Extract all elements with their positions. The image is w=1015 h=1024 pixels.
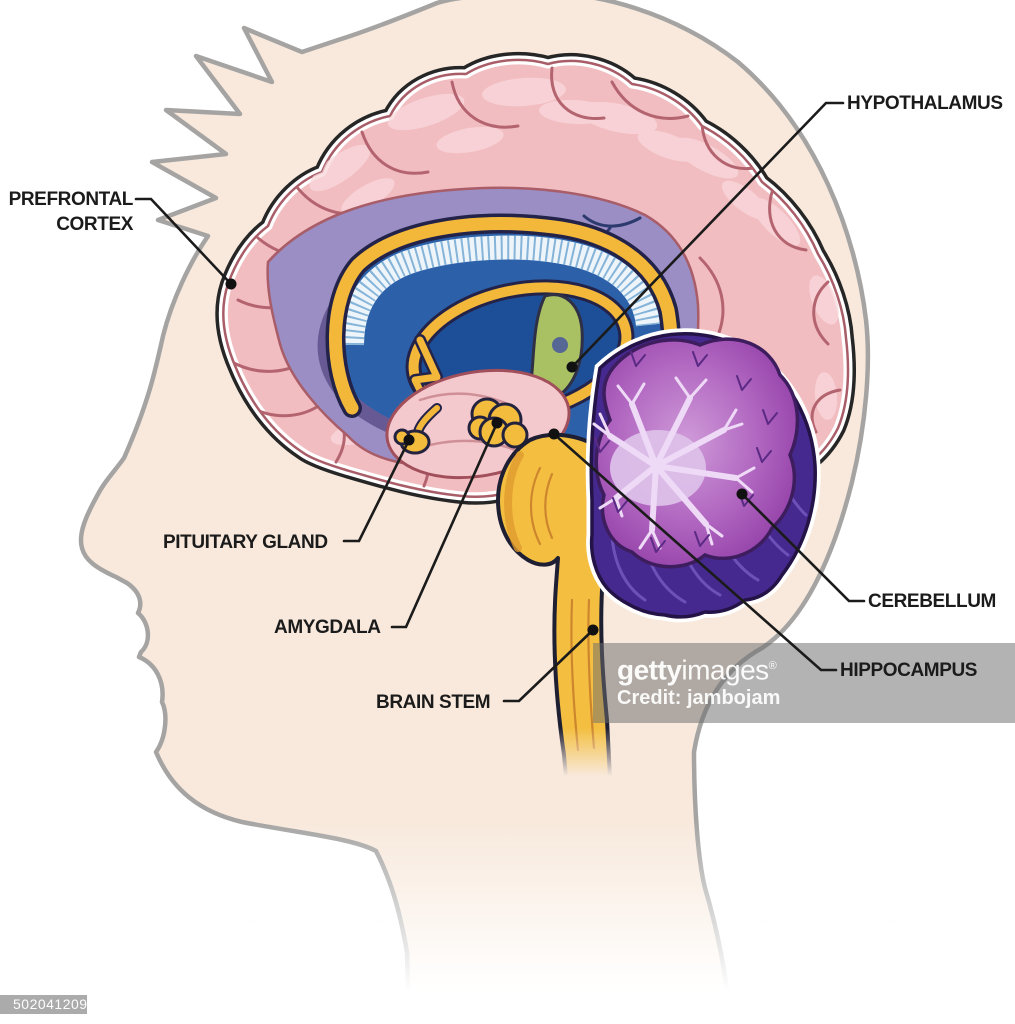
watermark-brand-regular: images xyxy=(681,654,769,686)
leader-dots xyxy=(225,278,748,636)
asset-id-bar: 502041209 xyxy=(0,995,87,1014)
pituitary-dot xyxy=(403,434,415,446)
label-cerebellum: CEREBELLUM xyxy=(868,591,996,612)
brain-stem-leader xyxy=(502,628,595,703)
amygdala-dot xyxy=(491,417,503,429)
cerebellum-shape xyxy=(585,328,821,623)
label-prefrontal-line1: PREFRONTAL xyxy=(8,189,134,210)
pituitary-leader xyxy=(342,438,411,543)
stem-fade xyxy=(530,726,650,784)
label-amygdala: AMYGDALA xyxy=(274,617,381,638)
label-pituitary-gland: PITUITARY GLAND xyxy=(163,532,328,553)
prefrontal-dot xyxy=(225,278,237,290)
watermark-credit: Credit: jambojam xyxy=(617,687,781,710)
watermark-brand: gettyimages® xyxy=(617,651,780,685)
hippocampus-dot xyxy=(548,428,560,440)
label-prefrontal-cortex: PREFRONTAL CORTEX xyxy=(8,187,134,237)
hypothalamus-dot xyxy=(566,361,578,373)
cerebellum-leader xyxy=(740,492,866,603)
label-prefrontal-line2: CORTEX xyxy=(56,214,133,235)
leader-lines xyxy=(134,101,866,703)
brain-stem-dot xyxy=(587,624,599,636)
mammillary-dot xyxy=(552,337,568,353)
amygdala-leader xyxy=(390,421,499,629)
watermark: gettyimages® Credit: jambojam xyxy=(617,651,780,710)
bottom-fade xyxy=(0,812,1015,1024)
watermark-brand-bold: getty xyxy=(617,654,682,686)
cerebellum-dot xyxy=(736,488,748,500)
hippocampus-leader xyxy=(552,432,838,672)
registered-mark: ® xyxy=(768,660,777,672)
arbor-vitae xyxy=(592,376,756,550)
prefrontal-leader xyxy=(134,197,233,286)
hypothalamus-leader xyxy=(570,101,845,369)
label-hypothalamus: HYPOTHALAMUS xyxy=(847,93,1003,114)
label-hippocampus: HIPPOCAMPUS xyxy=(840,660,978,681)
label-brain-stem: BRAIN STEM xyxy=(376,692,491,713)
